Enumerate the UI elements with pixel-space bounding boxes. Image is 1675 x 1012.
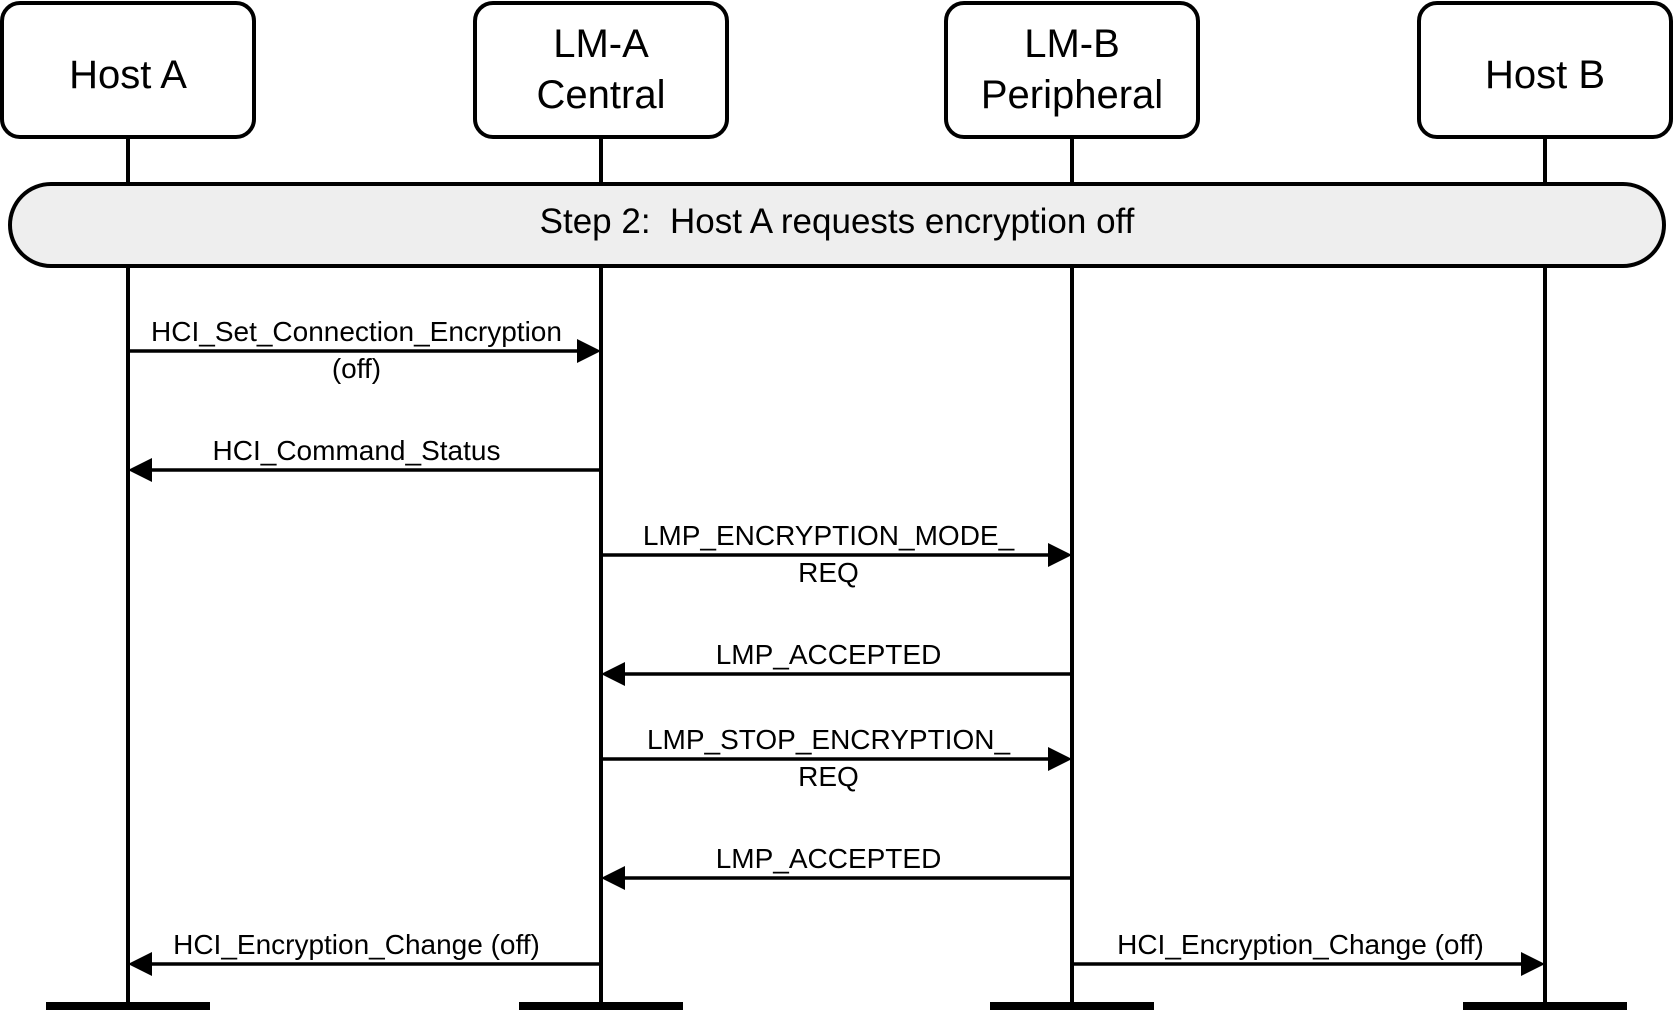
step-banner: Step 2: Host A requests encryption off xyxy=(8,182,1666,268)
arrowhead-icon xyxy=(1048,543,1072,567)
arrowhead-icon xyxy=(601,662,625,686)
actor-label-host-a: Host A xyxy=(69,53,187,97)
message-label: LMP_ENCRYPTION_MODE_ xyxy=(643,520,1015,551)
actor-box-lm-b xyxy=(944,1,1200,139)
lifelines xyxy=(46,137,1627,1010)
step-banner-box xyxy=(8,182,1666,268)
actor-box-host-a xyxy=(0,1,256,139)
actor-label-lm-a: LM-A xyxy=(553,22,649,66)
actor-box-lm-a xyxy=(473,1,729,139)
message-label: LMP_ACCEPTED xyxy=(716,639,942,670)
message-6: LMP_ACCEPTED xyxy=(601,843,1072,890)
message-label: HCI_Encryption_Change (off) xyxy=(1117,929,1484,960)
message-4: LMP_ACCEPTED xyxy=(601,639,1072,686)
actor-label-lm-b: LM-B xyxy=(1024,22,1120,66)
message-1: HCI_Set_Connection_Encryption (off) xyxy=(128,316,601,384)
message-label: (off) xyxy=(332,353,381,384)
actor-host-a: Host A xyxy=(0,1,256,139)
arrowhead-icon xyxy=(128,952,152,976)
arrowhead-icon xyxy=(601,866,625,890)
arrowhead-icon xyxy=(1048,747,1072,771)
actor-lm-a: LM-A Central xyxy=(473,1,729,139)
step-banner-label: Step 2: Host A requests encryption off xyxy=(540,202,1135,241)
message-label: REQ xyxy=(798,761,859,792)
arrowhead-icon xyxy=(128,458,152,482)
message-label: LMP_STOP_ENCRYPTION_ xyxy=(647,724,1011,755)
message-label: REQ xyxy=(798,557,859,588)
actor-lm-b: LM-B Peripheral xyxy=(944,1,1200,139)
message-8: HCI_Encryption_Change (off) xyxy=(1072,929,1545,976)
actor-box-host-b xyxy=(1417,1,1673,139)
message-7: HCI_Encryption_Change (off) xyxy=(128,929,601,976)
messages: HCI_Set_Connection_Encryption (off) HCI_Co… xyxy=(128,316,1545,976)
actor-label-lm-b: Peripheral xyxy=(981,73,1163,117)
message-5: LMP_STOP_ENCRYPTION_ REQ xyxy=(601,724,1072,792)
message-label: HCI_Encryption_Change (off) xyxy=(173,929,540,960)
actor-label-host-b: Host B xyxy=(1485,53,1605,97)
actor-host-b: Host B xyxy=(1417,1,1673,139)
arrowhead-icon xyxy=(1521,952,1545,976)
message-3: LMP_ENCRYPTION_MODE_ REQ xyxy=(601,520,1072,588)
actor-label-lm-a: Central xyxy=(537,73,666,117)
arrowhead-icon xyxy=(577,339,601,363)
actors: Host A LM-A Central LM-B Peripheral Host B xyxy=(0,1,1673,139)
message-2: HCI_Command_Status xyxy=(128,435,601,482)
message-label: HCI_Command_Status xyxy=(213,435,501,466)
message-label: HCI_Set_Connection_Encryption xyxy=(151,316,562,347)
message-label: LMP_ACCEPTED xyxy=(716,843,942,874)
